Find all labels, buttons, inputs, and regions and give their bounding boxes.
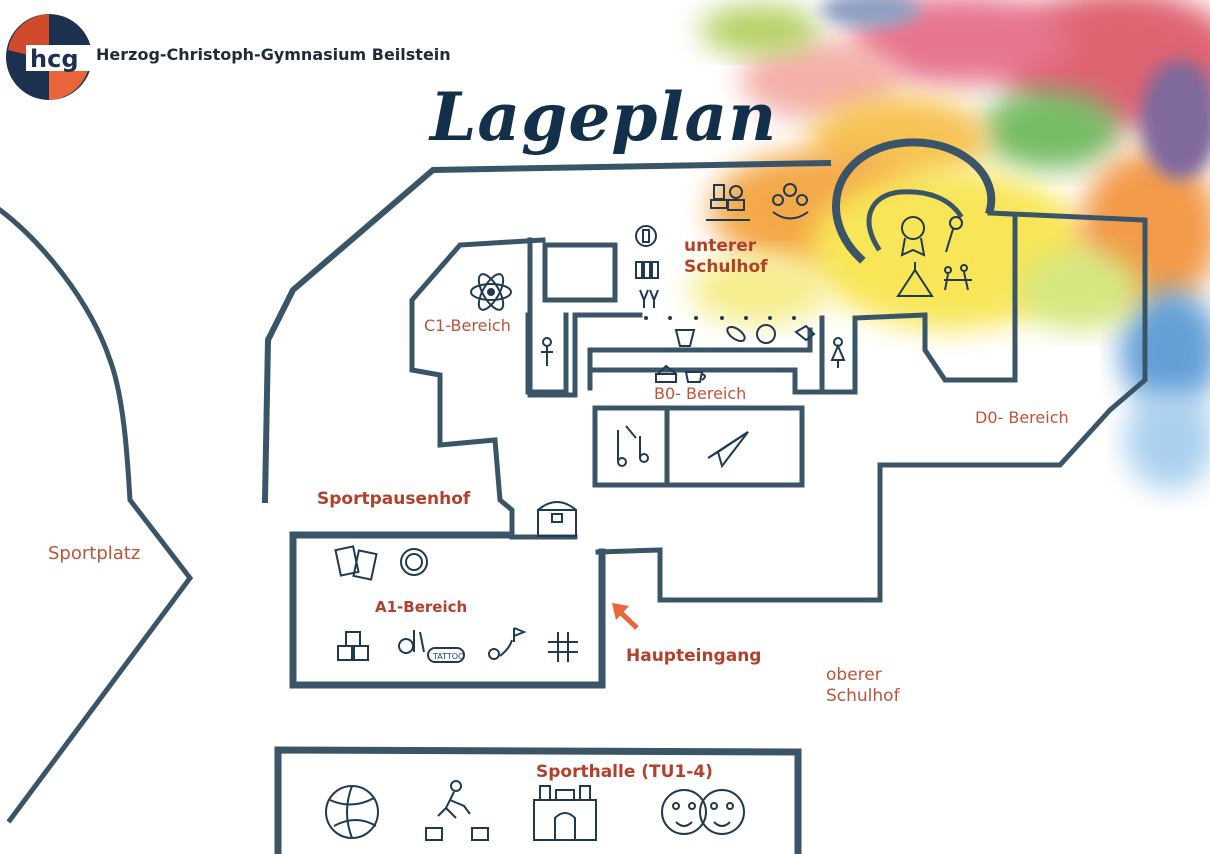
plane-room	[664, 405, 805, 488]
microphone-icon	[945, 216, 963, 253]
bouncy-castle-icon	[533, 785, 597, 841]
handshake-icon	[794, 324, 816, 342]
pizza-icon	[756, 324, 776, 344]
toilet-room-2	[819, 315, 858, 395]
makeup-icon	[398, 630, 425, 654]
sporthalle-wall	[274, 746, 802, 854]
chess-icon	[706, 184, 750, 221]
d0-label: D0- Bereich	[975, 408, 1069, 427]
c1-wall	[409, 237, 578, 540]
oberer-schulhof-label-2: Schulhof	[826, 686, 900, 706]
d-wing-body	[595, 210, 1148, 603]
page-title: Lageplan	[430, 78, 778, 156]
oberer-schulhof-label-1: oberer	[826, 665, 882, 685]
sportplatz-label: Sportplatz	[48, 543, 141, 564]
c1-label: C1-Bereich	[424, 316, 511, 335]
entrance-arrow	[612, 603, 639, 630]
music-icon	[617, 425, 649, 467]
face-paint-icon	[661, 789, 745, 835]
bracelet-icon	[400, 548, 428, 576]
school-name: Herzog-Christoph-Gymnasium Beilstein	[96, 45, 451, 64]
paper-plane-icon	[707, 431, 749, 469]
building-walls	[0, 138, 1148, 854]
parkour-icon	[425, 780, 489, 841]
atom-icon	[470, 273, 512, 311]
b0-block	[587, 327, 813, 391]
cake-icon	[655, 364, 677, 383]
route-flag-icon	[488, 627, 527, 660]
c1-notch	[542, 242, 618, 303]
toast-glasses-icon	[639, 289, 659, 308]
sportpausenhof-label: Sportpausenhof	[317, 489, 471, 509]
dancers-icon	[944, 264, 972, 291]
a1-wall	[289, 531, 606, 689]
svg-text:TATTOO: TATTOO	[432, 652, 464, 661]
tic-tac-toe-icon	[548, 632, 578, 662]
toilet-male-icon	[541, 337, 553, 366]
playing-cards-icon	[334, 545, 378, 581]
award-medal-icon	[900, 216, 926, 257]
treasure-chest-icon	[537, 501, 577, 537]
unterer-schulhof-label-2: Schulhof	[684, 257, 768, 277]
hotdog-icon	[726, 325, 746, 343]
watercolor-splash	[690, 0, 1210, 490]
volleyball-icon	[325, 785, 379, 839]
b0-label: B0- Bereich	[654, 384, 747, 403]
unterer-schulhof-label-1: unterer	[684, 236, 757, 256]
a1-label: A1-Bereich	[375, 598, 468, 616]
coffee-icon	[684, 371, 706, 383]
bottles-icon	[635, 261, 659, 279]
popcorn-icon	[674, 329, 696, 347]
circus-tent-icon	[896, 262, 934, 297]
group-hands-icon	[772, 183, 809, 220]
school-logo: hcg	[6, 14, 94, 100]
sporthalle-label: Sporthalle (TU1-4)	[536, 762, 713, 782]
d-wing-inner-room	[587, 212, 1018, 395]
recycle-bottle-icon	[635, 225, 657, 247]
outer-wall	[261, 159, 832, 504]
tattoo-icon: TATTOO	[427, 647, 465, 663]
sportplatz-wall	[0, 206, 194, 824]
toilet-female-icon	[830, 337, 846, 368]
toilet-room-1	[525, 312, 569, 395]
haupteingang-label: Haupteingang	[626, 646, 762, 666]
d-wing-curve	[832, 138, 996, 264]
cubes-icon	[337, 631, 369, 661]
d-wing-inner	[866, 189, 964, 252]
svg-text:hcg: hcg	[30, 45, 79, 73]
dotted-chain	[644, 316, 796, 320]
music-room	[592, 405, 670, 488]
